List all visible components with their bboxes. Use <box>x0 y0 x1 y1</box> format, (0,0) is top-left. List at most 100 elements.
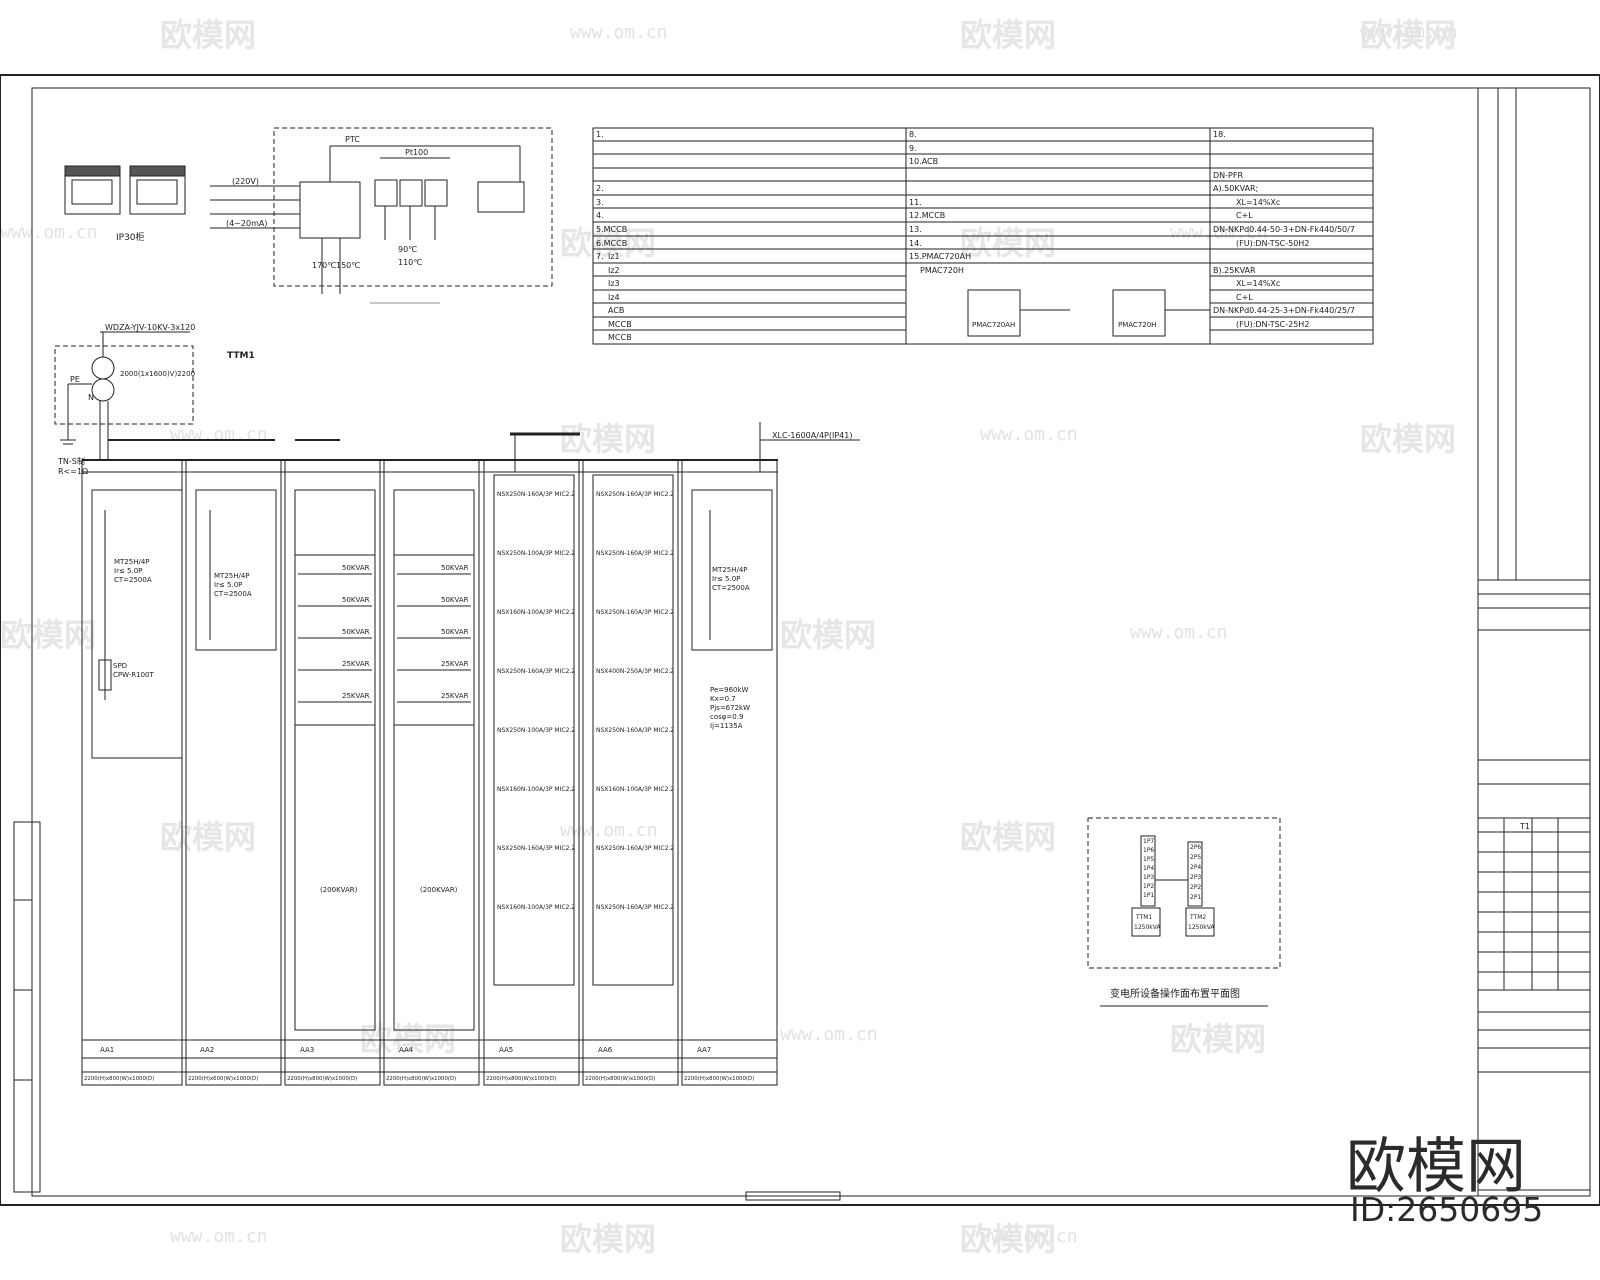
panel-dims: 2200(H)x800(W)x1000(D) <box>684 1076 754 1082</box>
panel-id: AA4 <box>399 1046 414 1054</box>
note-14: 14. <box>909 239 922 248</box>
plan-xfmr-right-rating: 1250kVA <box>1188 924 1215 931</box>
plan-right-item: 2P2 <box>1190 884 1201 891</box>
meter-b-label: PMAC720H <box>1118 321 1156 329</box>
aa3-cap-row: 50KVAR <box>342 628 370 636</box>
pe-label: PE <box>70 375 80 384</box>
aa2-breaker-ct: CT=2500A <box>214 590 252 598</box>
aa5-feeder: NSX160N-100A/3P MIC2.2 <box>497 786 575 793</box>
aa6-feeder: NSX250N-160A/3P MIC2.2 <box>596 845 674 852</box>
note-11: 11. <box>909 198 922 207</box>
aa3-cap-title: (200KVAR) <box>320 886 358 894</box>
plan-left-item: 1P2 <box>1143 883 1154 890</box>
cap-b-reactor: XL=14%Xc <box>1236 279 1280 288</box>
note-3: 3. <box>596 198 604 207</box>
ptc-label: PTC <box>345 135 360 144</box>
note-9: 9. <box>909 144 917 153</box>
aa4-cap-title: (200KVAR) <box>420 886 458 894</box>
plan-right-item: 2P4 <box>1190 864 1201 871</box>
plan-left-item: 1P4 <box>1143 865 1154 872</box>
note-mccb-b: MCCB <box>608 333 632 342</box>
aa7-load-ij: Ij=1135A <box>710 722 743 730</box>
aa4-cap-row: 50KVAR <box>441 596 469 604</box>
aa5-feeder: NSX160N-100A/3P MIC2.2 <box>497 904 575 911</box>
brand-logo: 欧模网 <box>1346 1132 1526 1202</box>
aa3-cap-row: 50KVAR <box>342 596 370 604</box>
model-id: ID:2650695 <box>1350 1190 1544 1229</box>
aa5-feeder: NSX250N-100A/3P MIC2.2 <box>497 727 575 734</box>
layout-plan <box>1087 817 1281 1007</box>
plan-left-item: 1P6 <box>1143 847 1154 854</box>
panel-id: AA2 <box>200 1046 214 1054</box>
panels <box>81 459 778 1086</box>
note-mccb-a: MCCB <box>608 320 632 329</box>
aa7-load-kx: Kx=0.7 <box>710 695 736 703</box>
aa5-feeder: NSX250N-160A/3P MIC2.2 <box>497 668 575 675</box>
aa4-cap-row: 50KVAR <box>441 564 469 572</box>
cap-a-reactor: XL=14%Xc <box>1236 198 1280 207</box>
panel-dims: 2200(H)x800(W)x1000(D) <box>84 1076 154 1082</box>
note-7: 7. <box>596 252 604 261</box>
plan-right-item: 2P1 <box>1190 894 1201 901</box>
note-acb: ACB <box>608 306 624 315</box>
cap-b-cl: C+L <box>1236 293 1253 302</box>
transformer-feeder: WDZA-YJV-10KV-3x120 <box>105 323 195 332</box>
aa1-breaker-model: MT25H/4P <box>114 558 150 566</box>
plan-right-item: 2P5 <box>1190 854 1201 861</box>
transformer-symbol <box>54 331 275 460</box>
aa3-cap-row: 25KVAR <box>342 660 370 668</box>
panel-dims: 2200(H)x800(W)x1000(D) <box>386 1076 456 1082</box>
note-12: 12.MCCB <box>909 211 945 220</box>
cap-type: DN-PFR <box>1213 171 1243 180</box>
aa6-feeder: NSX250N-160A/3P MIC2.2 <box>596 609 674 616</box>
note-2: 2. <box>596 184 604 193</box>
aa3-cap-row: 25KVAR <box>342 692 370 700</box>
panel-dims: 2200(H)x800(W)x1000(D) <box>287 1076 357 1082</box>
title-block <box>745 88 1590 1201</box>
plan-left-item: 1P5 <box>1143 856 1154 863</box>
sheet-number: T1 <box>1519 822 1530 831</box>
plan-xfmr-right-name: TTM2 <box>1189 914 1206 921</box>
aa6-feeder: NSX160N-100A/3P MIC2.2 <box>596 786 674 793</box>
aa6-feeder: NSX250N-160A/3P MIC2.2 <box>596 904 674 911</box>
note-iz2: Iz2 <box>608 266 620 275</box>
aa6-feeder: NSX250N-160A/3P MIC2.2 <box>596 491 674 498</box>
plan-left-item: 1P1 <box>1143 892 1154 899</box>
aa2-breaker-model: MT25H/4P <box>214 572 250 580</box>
note-1: 1. <box>596 130 604 139</box>
note-iz1: Iz1 <box>608 252 620 261</box>
aa7-breaker-ct: CT=2500A <box>712 584 750 592</box>
panel-dims: 2200(H)x800(W)x1000(D) <box>585 1076 655 1082</box>
aa7-breaker-ir: Ir≤ 5.0P <box>712 575 740 583</box>
cap-b-model: DN-NKPd0.44-25-3+DN-Fk440/25/7 <box>1213 306 1355 315</box>
temp-control-diagram <box>210 127 553 304</box>
aa6-feeder: NSX250N-160A/3P MIC2.2 <box>596 727 674 734</box>
note-13: 13. <box>909 225 922 234</box>
inner-frame <box>31 87 1591 1197</box>
panel-id: AA3 <box>300 1046 314 1054</box>
note-iz4: Iz4 <box>608 293 620 302</box>
outer-frame <box>0 74 1600 1206</box>
cap-b-fuse: (FU):DN-TSC-25H2 <box>1236 320 1309 329</box>
signal-label: (4~20mA) <box>226 219 267 228</box>
note-10: 10.ACB <box>909 157 938 166</box>
earth-resistance: R<=1Ω <box>58 467 88 476</box>
cap-a-model: DN-NKPd0.44-50-3+DN-Fk440/50/7 <box>1213 225 1355 234</box>
aa7-load-pjs: Pjs=672kW <box>710 704 750 712</box>
note-4: 4. <box>596 211 604 220</box>
busbar-label: XLC-1600A/4P(IP41) <box>772 431 852 440</box>
aa1-breaker-ct: CT=2500A <box>114 576 152 584</box>
aa4-cap-row: 50KVAR <box>441 628 469 636</box>
plan-left-item: 1P7 <box>1143 838 1154 845</box>
plan-left-item: 1P3 <box>1143 874 1154 881</box>
aa5-feeder: NSX160N-100A/3P MIC2.2 <box>497 609 575 616</box>
plan-xfmr-left-name: TTM1 <box>1135 914 1152 921</box>
temp-170: 170℃ <box>312 261 336 270</box>
aa2-breaker-ir: Ir≤ 5.0P <box>214 581 242 589</box>
aa1-breaker-ir: Ir≤ 5.0P <box>114 567 142 575</box>
aa4-cap-row: 25KVAR <box>441 660 469 668</box>
aa5-feeder: NSX250N-160A/3P MIC2.2 <box>497 845 575 852</box>
note-iz3: Iz3 <box>608 279 620 288</box>
revision-column <box>13 821 41 1193</box>
temp-90: 90℃ <box>398 245 417 254</box>
